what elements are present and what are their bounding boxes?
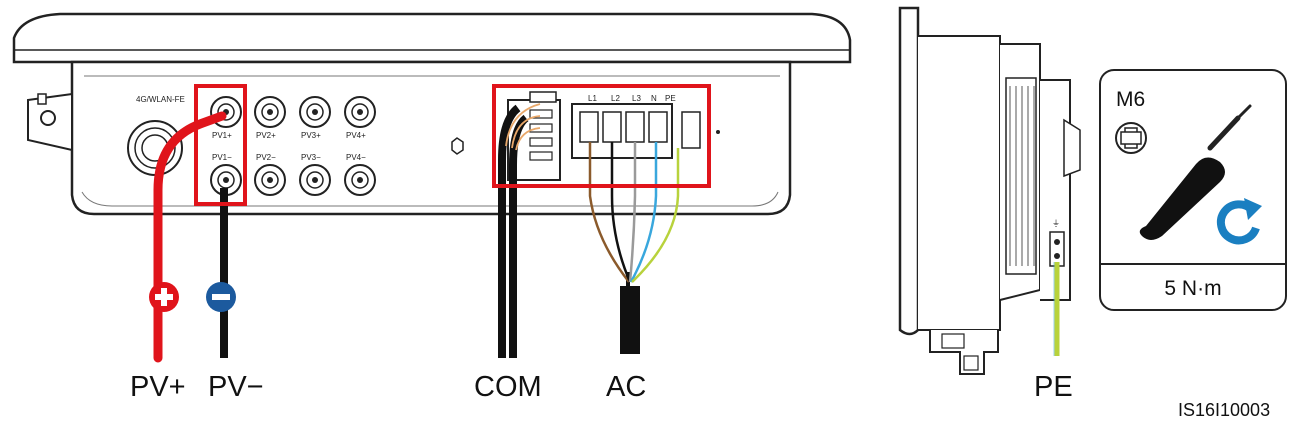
pv3-minus-terminal bbox=[299, 164, 331, 196]
mounting-bracket bbox=[27, 92, 73, 152]
bolt-size-label: M6 bbox=[1116, 88, 1145, 111]
com-cable-2 bbox=[509, 114, 529, 358]
hex-screw-icon bbox=[451, 137, 464, 155]
ac-wire-l2 bbox=[610, 142, 632, 283]
pv4-plus-terminal bbox=[344, 96, 376, 128]
pv4-plus-label: PV4+ bbox=[346, 131, 366, 140]
terminal-l1-label: L1 bbox=[588, 94, 597, 103]
clockwise-rotation-icon bbox=[1216, 198, 1262, 245]
ac-label: AC bbox=[606, 371, 646, 403]
pv-minus-label: PV− bbox=[208, 371, 264, 403]
torque-tool-card: M6 5 N·m bbox=[1099, 69, 1287, 311]
positive-polarity-icon bbox=[149, 282, 179, 312]
pv1-highlight-box bbox=[194, 84, 247, 206]
pe-label: PE bbox=[1034, 371, 1073, 403]
ac-wire-l3 bbox=[628, 142, 637, 283]
terminal-pe-label: PE bbox=[665, 94, 676, 103]
pv2-minus-label: PV2− bbox=[256, 153, 276, 162]
wlan-port-label: 4G/WLAN-FE bbox=[136, 95, 185, 104]
figure-id: IS16I10003 bbox=[1178, 400, 1270, 420]
pv-terminals: PV1+ PV2+ PV3+ PV4+ PV1− PV2− PV3− PV4− bbox=[210, 96, 376, 196]
inverter-front-view: 4G/WLAN-FE PV1+ PV2+ PV3+ PV4+ PV1− PV2−… bbox=[12, 12, 852, 216]
ground-symbol-icon: ⏚ bbox=[1052, 219, 1060, 228]
com-ac-highlight-box bbox=[492, 84, 711, 188]
ac-wire-pe bbox=[631, 148, 680, 283]
ac-cable-sheath bbox=[620, 286, 640, 354]
screwdriver-icon bbox=[1139, 104, 1252, 240]
pe-terminal bbox=[1049, 231, 1065, 267]
terminal-l2-label: L2 bbox=[611, 94, 620, 103]
inverter-side-view: ⏚ bbox=[898, 6, 1081, 375]
ac-wire-n bbox=[629, 142, 658, 283]
pv3-plus-label: PV3+ bbox=[301, 131, 321, 140]
pv2-plus-terminal bbox=[254, 96, 286, 128]
pv2-plus-label: PV2+ bbox=[256, 131, 276, 140]
terminal-n-label: N bbox=[651, 94, 657, 103]
pv1-plus-label: PV1+ bbox=[212, 131, 232, 140]
terminal-l3-label: L3 bbox=[632, 94, 641, 103]
pv2-minus-terminal bbox=[254, 164, 286, 196]
com-cable-1 bbox=[498, 104, 521, 358]
phillips-head-icon bbox=[1115, 122, 1147, 154]
ac-wire-l1 bbox=[588, 142, 630, 283]
pv3-plus-terminal bbox=[299, 96, 331, 128]
torque-label: 5 N·m bbox=[1164, 277, 1221, 300]
pv4-minus-label: PV4− bbox=[346, 153, 366, 162]
pv3-minus-label: PV3− bbox=[301, 153, 321, 162]
com-label: COM bbox=[474, 371, 542, 403]
pv1-minus-terminal bbox=[210, 164, 242, 196]
pv4-minus-terminal bbox=[344, 164, 376, 196]
pv-plus-label: PV+ bbox=[130, 371, 186, 403]
pv1-minus-label: PV1− bbox=[212, 153, 232, 162]
negative-polarity-icon bbox=[206, 282, 236, 312]
